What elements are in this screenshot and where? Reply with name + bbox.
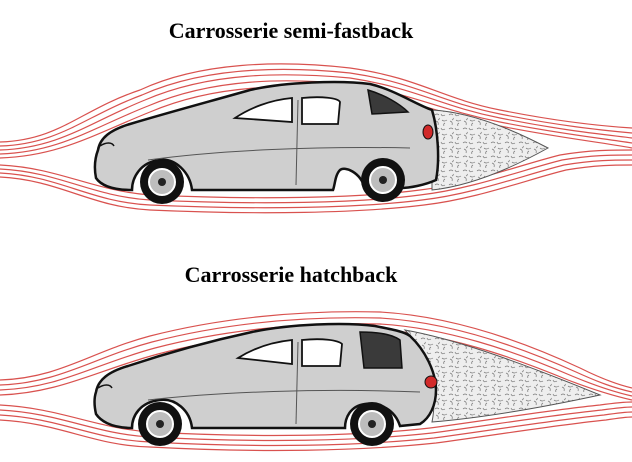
car-body-semi-fastback bbox=[93, 80, 440, 192]
body-crease-top bbox=[147, 147, 411, 161]
rear-glass-top bbox=[367, 88, 410, 115]
door-line-top bbox=[295, 99, 299, 186]
hatchback-title: Carrosserie hatchback bbox=[184, 262, 398, 287]
rear-window-bottom bbox=[301, 338, 343, 367]
body-crease-bottom bbox=[147, 389, 421, 401]
headlight-top bbox=[99, 142, 115, 147]
semi-fastback-diagram bbox=[0, 63, 632, 214]
rear-window-top bbox=[301, 96, 341, 125]
hatchback-diagram bbox=[0, 311, 632, 452]
semi-fastback-title: Carrosserie semi-fastback bbox=[168, 18, 414, 43]
headlight-bottom bbox=[97, 384, 113, 389]
airflow-lines-top-upper bbox=[0, 63, 632, 159]
rear-wheel-top bbox=[361, 158, 405, 202]
door-line-bottom bbox=[295, 341, 299, 425]
front-wheel-top bbox=[140, 160, 184, 204]
turbulence-wake-top bbox=[431, 109, 550, 191]
front-window-bottom bbox=[235, 339, 293, 366]
car-body-hatchback bbox=[93, 322, 438, 430]
rear-wheel-bottom bbox=[350, 402, 394, 446]
tail-light-top bbox=[422, 124, 434, 140]
front-window-top bbox=[232, 97, 293, 123]
rear-glass-bottom bbox=[359, 331, 403, 369]
front-wheel-bottom bbox=[138, 402, 182, 446]
tail-light-bottom bbox=[424, 375, 438, 389]
